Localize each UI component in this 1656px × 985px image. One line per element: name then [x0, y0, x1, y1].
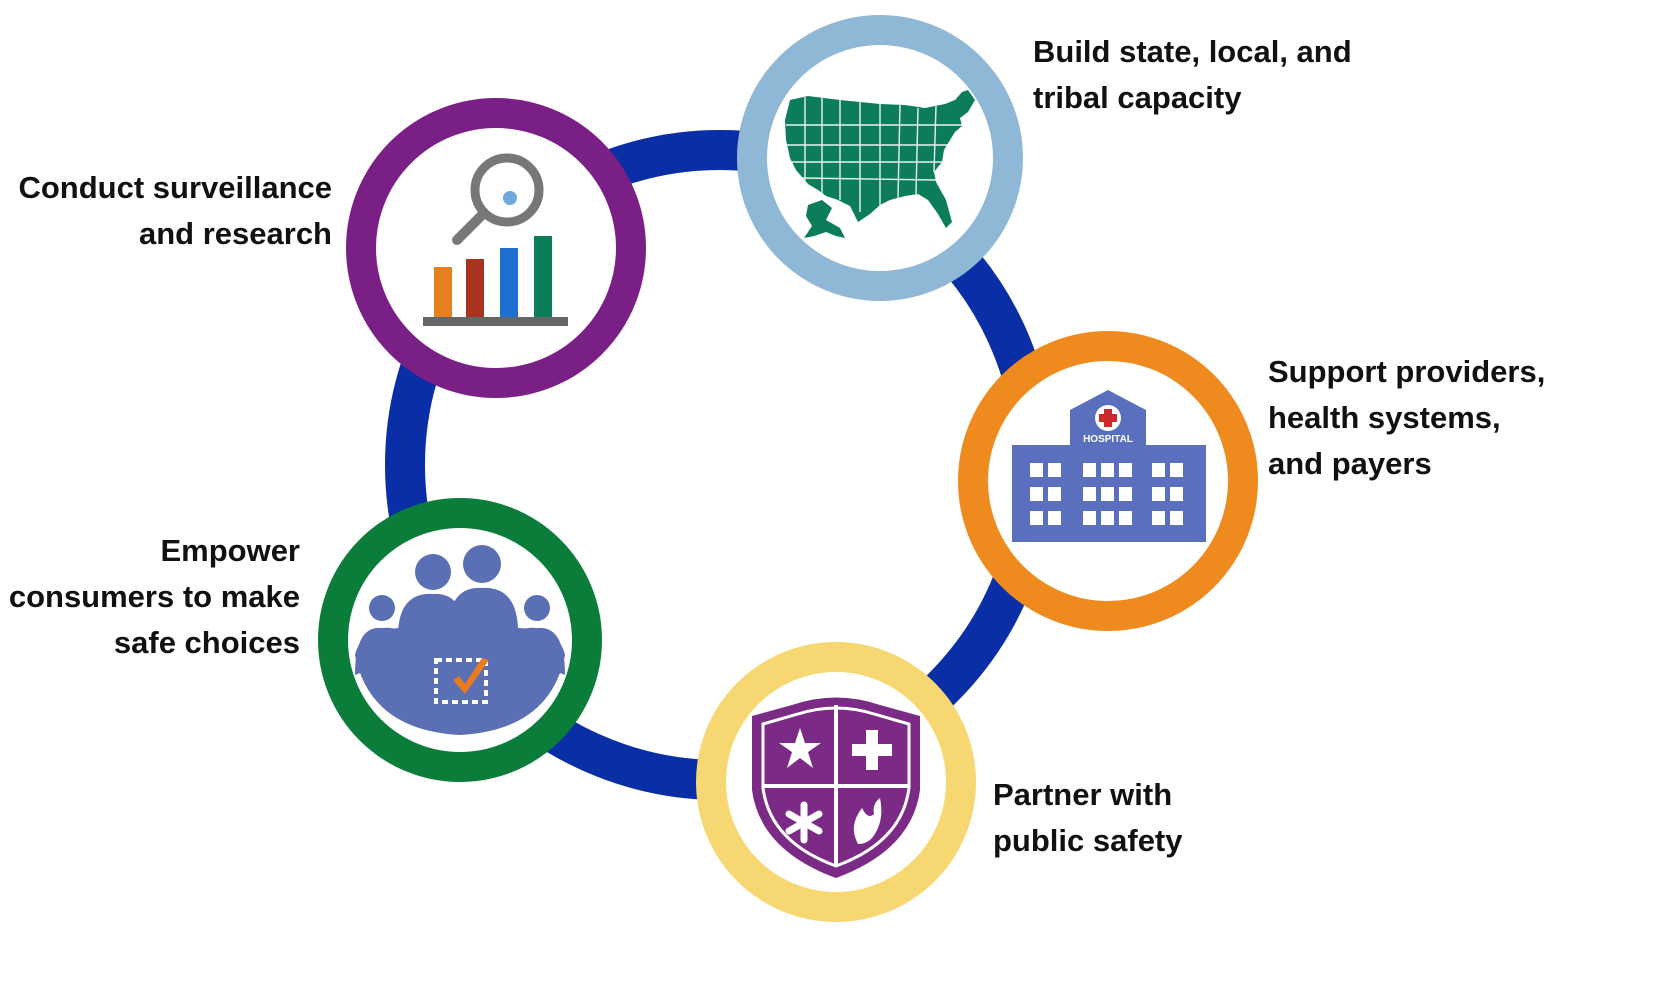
us-map-icon: [785, 90, 975, 238]
node-providers: HOSPITAL: [958, 331, 1258, 631]
hospital-window: [1030, 463, 1043, 477]
people-checkbox-icon: [355, 545, 565, 735]
hospital-window: [1101, 511, 1114, 525]
node-capacity: [737, 15, 1023, 301]
magnifier-bar-chart-icon: [423, 153, 568, 326]
hospital-window: [1048, 463, 1061, 477]
hospital-window: [1030, 487, 1043, 501]
label-providers: Support providers, health systems, and p…: [1268, 354, 1546, 481]
hospital-window: [1048, 487, 1061, 501]
hospital-window: [1152, 487, 1165, 501]
hospital-window: [1101, 487, 1114, 501]
label-surveillance: Conduct surveillance and research: [18, 170, 332, 251]
hospital-window: [1119, 511, 1132, 525]
label-consumers: Empower consumers to make safe choices: [8, 533, 300, 660]
hospital-window: [1083, 511, 1096, 525]
shield-icon: [752, 697, 920, 878]
hospital-sign: HOSPITAL: [1083, 434, 1133, 445]
hospital-window: [1152, 511, 1165, 525]
label-public-safety: Partner with public safety: [993, 777, 1183, 858]
hospital-icon: HOSPITAL: [1012, 390, 1206, 542]
hospital-window: [1170, 487, 1183, 501]
label-capacity: Build state, local, and tribal capacity: [1033, 34, 1352, 115]
hospital-window: [1101, 463, 1114, 477]
hospital-window: [1170, 463, 1183, 477]
node-public-safety: [696, 642, 976, 922]
hospital-window: [1030, 511, 1043, 525]
node-consumers: [318, 498, 602, 782]
node-surveillance: [346, 98, 646, 398]
hospital-window: [1152, 463, 1165, 477]
hospital-window: [1083, 463, 1096, 477]
hospital-window: [1119, 487, 1132, 501]
hospital-window: [1119, 463, 1132, 477]
hospital-window: [1170, 511, 1183, 525]
hospital-window: [1048, 511, 1061, 525]
hospital-window: [1083, 487, 1096, 501]
